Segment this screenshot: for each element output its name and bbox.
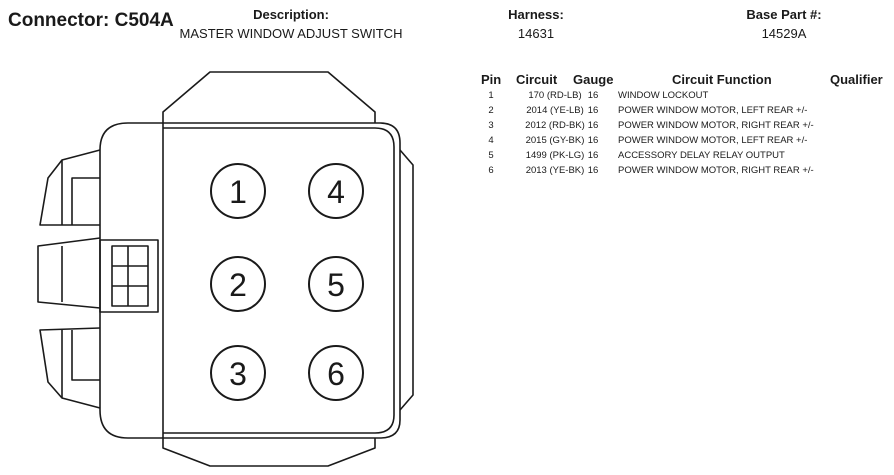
connector-body-outer — [99, 122, 401, 439]
pin-cavity-5 — [308, 256, 364, 312]
pin-number-4: 4 — [327, 174, 345, 210]
pin-number-2: 2 — [229, 267, 247, 303]
function-cell: POWER WINDOW MOTOR, RIGHT REAR +/- — [618, 165, 814, 176]
pin-cavity-2 — [210, 256, 266, 312]
circuit-cell: 2014 (YE-LB) — [526, 105, 584, 116]
col-header-pin: Pin — [481, 72, 502, 87]
upper-lock-arm — [39, 149, 101, 226]
pin-cavity-3 — [210, 345, 266, 401]
pin-cell: 3 — [488, 120, 494, 131]
top-latch — [162, 71, 376, 123]
gauge-cell: 16 — [587, 120, 599, 131]
circuit-cell: 2015 (GY-BK) — [525, 135, 585, 146]
base-part-value: 14529A — [761, 26, 807, 41]
circuit-cell: 2013 (YE-BK) — [525, 165, 585, 176]
connector-body-inner — [163, 127, 395, 434]
pin-cell: 2 — [488, 105, 494, 116]
pin-cell: 5 — [488, 150, 494, 161]
gauge-cell: 16 — [587, 135, 599, 146]
harness-label: Harness: — [508, 7, 564, 22]
pin-cavity-4 — [308, 163, 364, 219]
circuit-cell: 170 (RD-LB) — [528, 90, 582, 101]
col-header-qualifier: Qualifier — [830, 72, 883, 87]
function-cell: WINDOW LOCKOUT — [618, 90, 709, 101]
circuit-cell: 1499 (PK-LG) — [525, 150, 585, 161]
function-cell: ACCESSORY DELAY RELAY OUTPUT — [618, 150, 785, 161]
gauge-cell: 16 — [587, 105, 599, 116]
table-row: 5 1499 (PK-LG) 16 ACCESSORY DELAY RELAY … — [476, 150, 886, 165]
table-row: 1 170 (RD-LB) 16 WINDOW LOCKOUT — [476, 90, 886, 105]
gauge-cell: 16 — [587, 90, 599, 101]
pin-cell: 1 — [488, 90, 494, 101]
col-header-circuit: Circuit — [516, 72, 558, 87]
circuit-cell: 2012 (RD-BK) — [525, 120, 585, 131]
pin-cavity-1 — [210, 163, 266, 219]
base-part-label: Base Part #: — [746, 7, 822, 22]
col-header-gauge: Gauge — [573, 72, 614, 87]
harness-value: 14631 — [517, 26, 555, 41]
pin-number-6: 6 — [327, 356, 345, 392]
keyway — [99, 239, 159, 313]
gauge-cell: 16 — [587, 150, 599, 161]
pin-cell: 4 — [488, 135, 494, 146]
lower-lock-arm — [39, 327, 101, 409]
table-row: 3 2012 (RD-BK) 16 POWER WINDOW MOTOR, RI… — [476, 120, 886, 135]
function-cell: POWER WINDOW MOTOR, RIGHT REAR +/- — [618, 120, 814, 131]
middle-lock-tab — [37, 237, 101, 309]
col-header-function: Circuit Function — [672, 72, 772, 87]
right-rail — [399, 149, 414, 411]
function-cell: POWER WINDOW MOTOR, LEFT REAR +/- — [618, 135, 808, 146]
function-cell: POWER WINDOW MOTOR, LEFT REAR +/- — [618, 105, 808, 116]
pin-cell: 6 — [488, 165, 494, 176]
pin-number-1: 1 — [229, 174, 247, 210]
table-row: 4 2015 (GY-BK) 16 POWER WINDOW MOTOR, LE… — [476, 135, 886, 150]
pin-number-3: 3 — [229, 356, 247, 392]
connector-title: Connector: C504A — [8, 10, 174, 31]
description-label: Description: — [253, 7, 329, 22]
description-value: MASTER WINDOW ADJUST SWITCH — [179, 26, 403, 41]
bottom-latch — [162, 438, 376, 467]
gauge-cell: 16 — [587, 165, 599, 176]
table-row: 2 2014 (YE-LB) 16 POWER WINDOW MOTOR, LE… — [476, 105, 886, 120]
pin-number-5: 5 — [327, 267, 345, 303]
table-row: 6 2013 (YE-BK) 16 POWER WINDOW MOTOR, RI… — [476, 165, 886, 180]
pin-cavity-6 — [308, 345, 364, 401]
